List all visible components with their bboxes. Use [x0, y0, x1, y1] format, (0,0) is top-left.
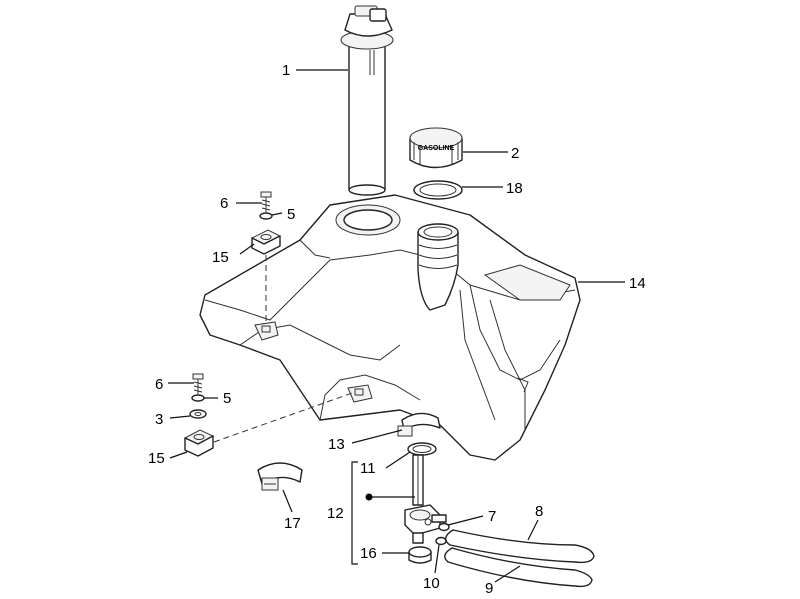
callout-15-upper: 15: [212, 249, 229, 266]
upper-bolt: [260, 191, 272, 212]
callout-12: 12: [327, 505, 344, 522]
callout-5-upper: 5: [287, 206, 295, 223]
fuel-level-sender: [340, 5, 394, 196]
callout-2: 2: [511, 145, 519, 162]
cap-seal-ring: [413, 180, 463, 200]
lower-spacer: [189, 409, 207, 419]
valve-nut-ring: [408, 546, 432, 564]
callout-10: 10: [423, 575, 440, 592]
callout-8: 8: [535, 503, 543, 520]
callout-9: 9: [485, 580, 493, 597]
leader-lines: [168, 69, 625, 583]
callout-7: 7: [488, 508, 496, 525]
callout-17: 17: [284, 515, 301, 532]
callout-13: 13: [328, 436, 345, 453]
callout-14: 14: [629, 275, 646, 292]
upper-rubber-mount: [250, 229, 282, 255]
callout-11: 11: [360, 460, 376, 477]
cap-label: GASOLINE: [418, 145, 455, 152]
callout-3: 3: [155, 411, 163, 428]
hose-clamp-lower: [257, 462, 303, 491]
callout-15-lower: 15: [148, 450, 165, 467]
hose-clip-lower: [435, 536, 447, 546]
hose-clip-upper: [438, 522, 450, 532]
callout-6-upper: 6: [220, 195, 228, 212]
fuel-tank: [199, 194, 581, 461]
callout-6-lower: 6: [155, 376, 163, 393]
callout-1: 1: [282, 62, 290, 79]
upper-washer: [259, 212, 273, 220]
valve-assembly-dot: [365, 493, 373, 501]
lower-bolt: [192, 373, 204, 394]
fuel-cap: GASOLINE: [409, 127, 463, 169]
callout-labels: 1 2 18 6 5 15 14 6 5 3 15 13 11 12 16 7 …: [148, 62, 646, 597]
callout-5-lower: 5: [223, 390, 231, 407]
callout-16: 16: [360, 545, 377, 562]
lower-washer: [191, 394, 205, 402]
callout-18: 18: [506, 180, 523, 197]
hose-clamp-upper: [397, 412, 441, 437]
fuel-hose-upper: [445, 529, 595, 564]
fuel-valve-o-ring: [407, 442, 437, 456]
lower-rubber-mount: [183, 429, 215, 457]
